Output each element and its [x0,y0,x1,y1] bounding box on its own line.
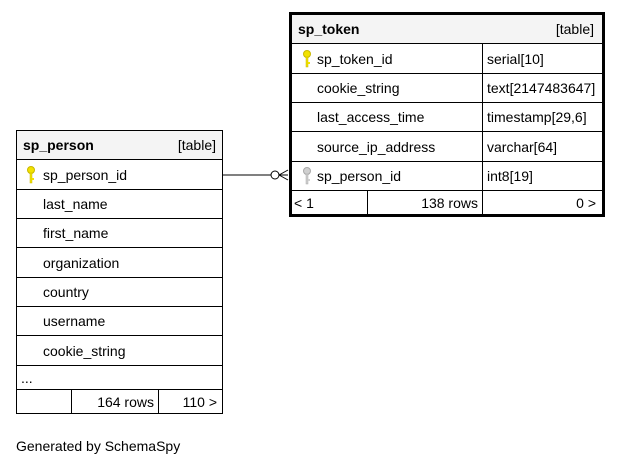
generated-by-note: Generated by SchemaSpy [16,438,181,454]
table-kind: [table] [555,21,594,37]
column-type: timestamp[29,6] [482,103,602,131]
row-count: 164 rows [71,390,158,413]
table-name: sp_person [23,137,94,153]
column-row[interactable]: source_ip_address varchar[64] [292,132,602,162]
children-count[interactable]: 0 > [482,191,602,214]
column-row[interactable]: cookie_string text[2147483647] [292,74,602,103]
column-row[interactable]: organization [17,248,222,278]
column-row[interactable]: last_name [17,190,222,219]
column-name: source_ip_address [317,138,436,155]
column-type: text[2147483647] [482,74,602,102]
table-sp-token[interactable]: sp_token [table] sp_token_id serial[10] … [289,12,605,217]
column-name: organization [43,254,120,271]
table-name: sp_token [298,21,360,37]
table-footer: 164 rows 110 > [17,390,222,413]
column-name: last_access_time [317,109,425,125]
table-header: sp_person [table] [17,131,222,160]
column-row[interactable]: sp_token_id serial[10] [292,44,602,74]
zero-cardinality-circle [270,170,280,180]
column-row[interactable]: country [17,278,222,307]
primary-key-icon [302,49,312,68]
table-sp-person[interactable]: sp_person [table] sp_person_id last_name… [16,130,223,414]
row-count: 138 rows [367,191,482,214]
column-name: sp_person_id [317,168,402,184]
column-row[interactable]: username [17,307,222,336]
column-type: varchar[64] [482,132,602,161]
foreign-key-icon [302,167,312,185]
column-row[interactable]: first_name [17,219,222,248]
more-columns-ellipsis: ... [21,369,33,386]
column-type: serial[10] [482,44,602,73]
column-type: int8[19] [482,162,602,190]
column-name: sp_token_id [317,50,393,67]
column-name: cookie_string [317,80,400,96]
more-columns-row[interactable]: ... [17,366,222,390]
column-row[interactable]: cookie_string [17,336,222,366]
column-row[interactable]: last_access_time timestamp[29,6] [292,103,602,132]
column-name: sp_person_id [43,166,128,183]
column-row[interactable]: sp_person_id int8[19] [292,162,602,191]
column-name: cookie_string [43,342,126,359]
crowfoot-upper [278,169,289,176]
column-name: username [43,313,106,329]
table-kind: [table] [177,137,216,153]
column-name: country [43,284,89,300]
primary-key-icon [26,165,36,184]
column-name: first_name [43,225,109,241]
table-header: sp_token [table] [292,15,602,44]
column-row[interactable]: sp_person_id [17,160,222,190]
column-name: last_name [43,196,108,212]
crowfoot-lower [278,174,289,181]
parents-count[interactable]: < 1 [294,194,314,211]
table-footer: < 1 138 rows 0 > [292,191,602,214]
children-count[interactable]: 110 > [158,390,222,413]
